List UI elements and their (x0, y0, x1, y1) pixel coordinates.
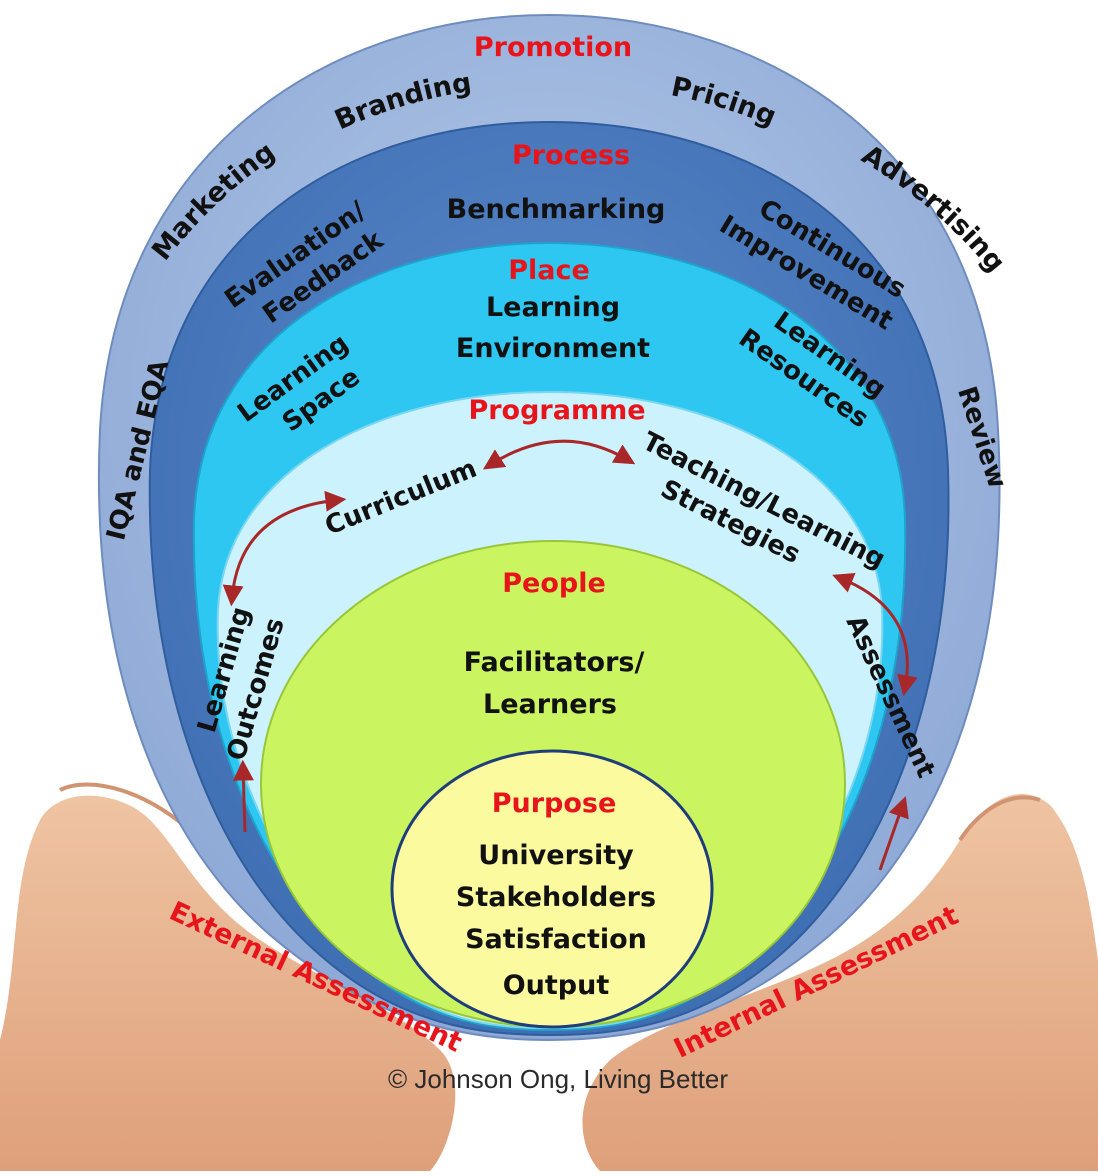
purpose-line2: Stakeholders (456, 882, 656, 913)
external-up-arrow (243, 768, 245, 832)
purpose-line3: Satisfaction (465, 924, 647, 955)
purpose-title: Purpose (492, 788, 617, 819)
place-environment-line1: Learning (486, 292, 620, 323)
purpose-line4: Output (503, 970, 610, 1001)
promotion-title: Promotion (474, 32, 632, 63)
place-environment-line2: Environment (456, 333, 650, 364)
people-line1: Facilitators/ (464, 647, 645, 678)
copyright-text: © Johnson Ong, Living Better (388, 1064, 728, 1094)
people-line2: Learners (483, 689, 617, 720)
process-title: Process (512, 140, 630, 171)
place-title: Place (508, 255, 590, 286)
process-benchmarking: Benchmarking (447, 194, 666, 225)
programme-title: Programme (468, 395, 645, 426)
people-title: People (502, 568, 606, 599)
purpose-line1: University (478, 840, 634, 871)
